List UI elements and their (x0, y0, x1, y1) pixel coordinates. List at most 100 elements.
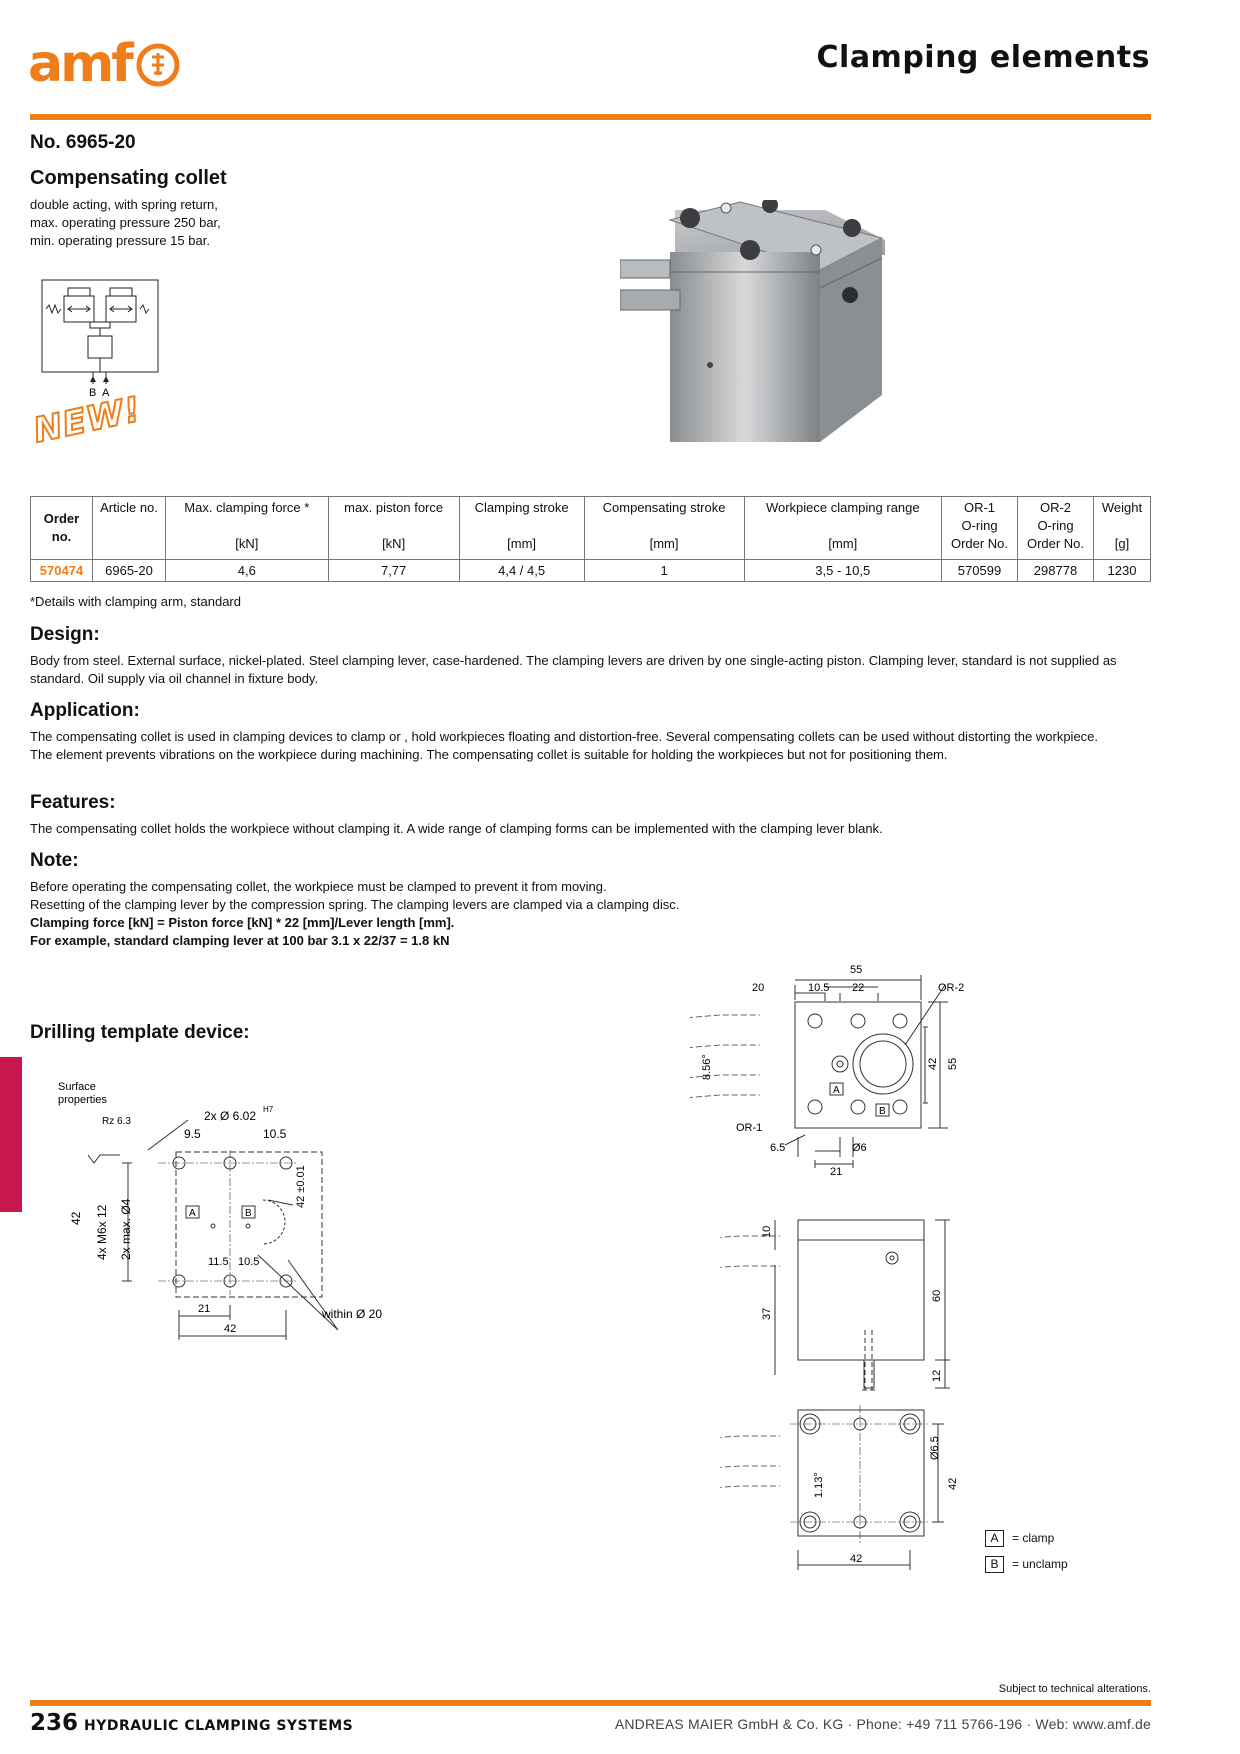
note-line: Before operating the compensating collet… (30, 879, 607, 894)
cell-or1: 570599 (941, 559, 1018, 582)
cell-order-no[interactable]: 570474 (30, 559, 93, 582)
cell-max-clamping-force: 4,6 (165, 559, 329, 582)
product-name: Compensating collet (30, 167, 227, 189)
legend-a-box: A (985, 1530, 1004, 1547)
dim-60: 60 (931, 1290, 943, 1302)
note-text: Before operating the compensating collet… (30, 878, 1151, 950)
dim-dia-6-5: Ø6.5 (929, 1436, 941, 1460)
dim-42-vertical: 42 (69, 1211, 83, 1225)
rz-label: Rz 6.3 (102, 1116, 131, 1127)
features-heading: Features: (30, 792, 116, 813)
note-heading: Note: (30, 850, 79, 871)
cell-weight: 1230 (1093, 559, 1151, 582)
note-formula: Clamping force [kN] = Piston force [kN] … (30, 915, 455, 930)
dim-12: 12 (931, 1370, 943, 1382)
port-b-label: B (89, 387, 96, 398)
product-photo (620, 200, 885, 442)
intro-line: max. operating pressure 250 bar, (30, 215, 221, 230)
dim-22: 22 (852, 982, 864, 994)
dim-dia-6: Ø6 (852, 1142, 867, 1154)
footer-left: 236 HYDRAULIC CLAMPING SYSTEMS (30, 1710, 353, 1736)
page-number: 236 (30, 1710, 79, 1736)
product-number: No. 6965-20 (30, 132, 136, 153)
features-text: The compensating collet holds the workpi… (30, 821, 883, 836)
cell-article-no: 6965-20 (92, 559, 166, 582)
dim-55-side: 55 (947, 1058, 959, 1070)
dim-6-5: 6.5 (770, 1142, 785, 1154)
design-text: Body from steel. External surface, nicke… (30, 653, 1117, 686)
dim-42-tolerance: 42 ±0.01 (295, 1165, 307, 1208)
side-tab (0, 1057, 22, 1212)
col-header-max-clamping-force: Max. clamping force *[kN] (165, 496, 329, 560)
footer-company: ANDREAS MAIER GmbH & Co. KG · Phone: +49… (614, 1716, 1151, 1732)
design-heading: Design: (30, 624, 100, 645)
within-label: within Ø 20 (321, 1307, 382, 1321)
legend-a-text: = clamp (1012, 1531, 1055, 1545)
dim-21: 21 (830, 1166, 842, 1175)
legend-b-box: B (985, 1556, 1004, 1573)
header-rule (30, 114, 1151, 120)
port-b-marker: B (245, 1208, 252, 1219)
application-paragraph: The compensating collet is used in clamp… (30, 729, 1099, 744)
col-header-compensating-stroke: Compensating stroke[mm] (583, 496, 745, 560)
cell-clamping-stroke: 4,4 / 4,5 (458, 559, 585, 582)
col-header-max-piston-force: max. piston force[kN] (327, 496, 460, 560)
angle-dim: 1.13° (813, 1472, 825, 1498)
subject-note: Subject to technical alterations. (998, 1683, 1151, 1695)
table-footnote: *Details with clamping arm, standard (30, 594, 241, 609)
page-title: Clamping elements (816, 40, 1150, 75)
application-heading: Application: (30, 700, 140, 721)
dim-20: 20 (752, 982, 764, 994)
bottom-view-drawing: 1.13° Ø6.5 42 42 (720, 1405, 959, 1570)
footer-rule (30, 1700, 1151, 1706)
amf-logo: amf (28, 38, 183, 90)
hydraulic-schematic: B A (41, 279, 159, 398)
dim-21: 21 (198, 1303, 210, 1315)
thread-dim: 4x M6x 12 (95, 1204, 109, 1260)
drilling-heading: Drilling template device: (30, 1022, 250, 1043)
max-dia-dim: 2x max. Ø4 (119, 1198, 133, 1260)
footer-system: HYDRAULIC CLAMPING SYSTEMS (84, 1718, 354, 1734)
col-header-clamping-range: Workpiece clamping range[mm] (743, 496, 943, 560)
drilling-template-drawing: Surface properties Rz 6.3 2x Ø 6.02 H7 9… (58, 1081, 382, 1340)
h7-label: H7 (263, 1105, 274, 1114)
legend-unclamp: B = unclamp (985, 1556, 1068, 1573)
port-a-marker: A (833, 1085, 840, 1096)
dim-10-5: 10.5 (808, 982, 829, 994)
side-view-drawing: 10 37 60 12 (720, 1219, 950, 1391)
dim-42: 42 (927, 1058, 939, 1070)
dim-10: 10 (761, 1226, 773, 1238)
note-example: For example, standard clamping lever at … (30, 933, 450, 948)
dim-10-5: 10.5 (263, 1127, 287, 1141)
legend-clamp: A = clamp (985, 1530, 1054, 1547)
col-header-clamping-stroke: Clamping stroke[mm] (458, 496, 585, 560)
angle-dim: 8.56° (701, 1054, 713, 1080)
dim-11-5: 11.5 (208, 1256, 229, 1268)
dim-9-5: 9.5 (184, 1127, 201, 1141)
port-b-marker: B (879, 1106, 886, 1117)
dim-37: 37 (761, 1308, 773, 1320)
holes-dim: 2x Ø 6.02 (204, 1109, 256, 1123)
dim-55-top: 55 (850, 964, 862, 976)
col-header-weight: Weight[g] (1093, 496, 1151, 560)
or1-label: OR-1 (736, 1122, 762, 1134)
note-line: Resetting of the clamping lever by the c… (30, 897, 680, 912)
cell-clamping-range: 3,5 - 10,5 (743, 559, 943, 582)
port-a-label: A (102, 387, 110, 398)
cell-max-piston-force: 7,77 (327, 559, 460, 582)
legend-b-text: = unclamp (1012, 1557, 1068, 1571)
properties-label: properties (58, 1094, 107, 1106)
top-view-drawing: 55 20 10.5 22 OR-2 OR-1 8.56° 42 55 6.5 … (690, 964, 964, 1175)
port-a-marker: A (189, 1208, 196, 1219)
dim-42-horizontal: 42 (224, 1323, 236, 1335)
dim-10-5-b: 10.5 (238, 1256, 259, 1268)
logo-text: amf (28, 34, 134, 94)
intro-line: min. operating pressure 15 bar. (30, 233, 210, 248)
cell-or2: 298778 (1017, 559, 1094, 582)
new-badge: NEW! (29, 388, 146, 452)
cell-compensating-stroke: 1 (583, 559, 745, 582)
